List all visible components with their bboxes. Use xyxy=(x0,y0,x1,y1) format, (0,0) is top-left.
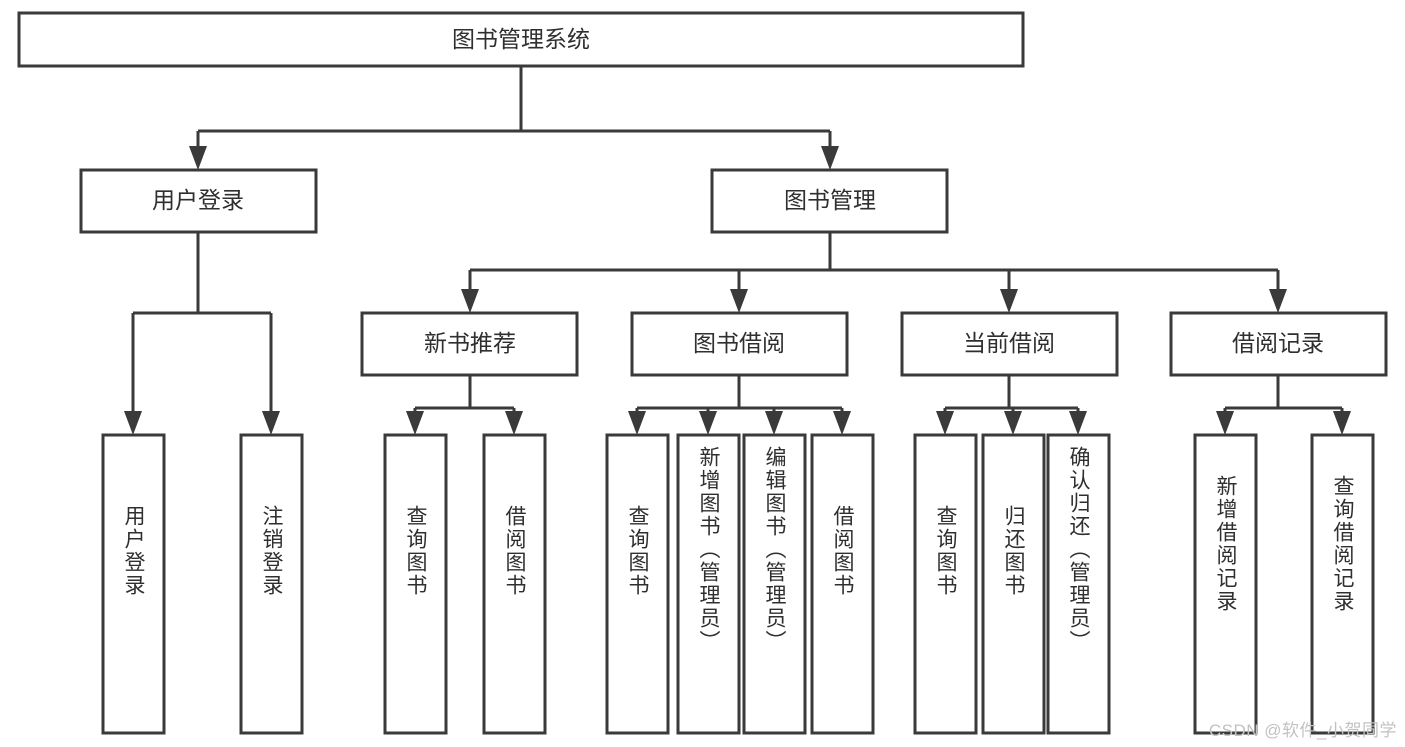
connector-group-borrow-record-to-leaves xyxy=(1216,375,1351,435)
leaf-group-user-login xyxy=(101,433,304,735)
node-label-user-login: 用户登录 xyxy=(152,187,244,213)
arrow-head-current-borrow-leaf-3 xyxy=(1069,411,1087,435)
leaf-box-book-borrow-4[interactable] xyxy=(810,433,875,735)
arrow-head-book-borrow-leaf-3 xyxy=(765,411,783,435)
connector-group-book-borrow-to-leaves xyxy=(628,375,851,435)
arrow-head-new-book-leaf-2 xyxy=(505,411,523,435)
arrow-head-book-borrow-leaf-4 xyxy=(833,411,851,435)
connector-group-current-borrow-to-leaves xyxy=(936,375,1087,435)
node-box-borrow-record[interactable] xyxy=(1169,311,1388,377)
arrow-head-book-manage xyxy=(821,146,839,170)
arrow-head-borrow-record xyxy=(1269,289,1287,313)
node-label-root: 图书管理系统 xyxy=(452,26,590,52)
arrow-head-book-borrow-leaf-2 xyxy=(699,411,717,435)
leaf-box-book-borrow-1[interactable] xyxy=(605,433,670,735)
leaf-box-current-borrow-1[interactable] xyxy=(913,433,978,735)
connector-group-book-manage-to-level3 xyxy=(461,232,1287,313)
node-label-new-book-recommend: 新书推荐 xyxy=(424,330,516,356)
leaf-box-user-login-1[interactable] xyxy=(101,433,166,735)
node-user-login[interactable]: 用户登录 xyxy=(79,168,318,234)
leaf-box-book-borrow-2[interactable] xyxy=(676,433,741,735)
node-current-borrow[interactable]: 当前借阅 xyxy=(900,311,1119,377)
arrow-head-borrow-record-leaf-2 xyxy=(1333,411,1351,435)
leaf-box-user-login-2[interactable] xyxy=(239,433,304,735)
leaf-group-current-borrow xyxy=(913,433,1111,735)
leaf-box-book-borrow-3[interactable] xyxy=(742,433,807,735)
arrow-head-user-login xyxy=(189,146,207,170)
node-box-current-borrow[interactable] xyxy=(900,311,1119,377)
node-box-user-login[interactable] xyxy=(79,168,318,234)
arrow-head-user-login-leaf-2 xyxy=(262,411,280,435)
arrow-head-user-login-leaf-1 xyxy=(124,411,142,435)
leaf-group-borrow-record xyxy=(1193,433,1375,735)
leaf-box-new-book-2[interactable] xyxy=(482,433,547,735)
node-book-borrow[interactable]: 图书借阅 xyxy=(630,311,849,377)
connector-group-root-to-level2 xyxy=(189,66,839,170)
arrow-head-new-book-leaf-1 xyxy=(406,411,424,435)
node-label-current-borrow: 当前借阅 xyxy=(963,330,1055,356)
leaf-box-new-book-1[interactable] xyxy=(383,433,448,735)
leaf-box-borrow-record-2[interactable] xyxy=(1310,433,1375,735)
leaf-box-current-borrow-3[interactable] xyxy=(1046,433,1111,735)
arrow-head-borrow-record-leaf-1 xyxy=(1216,411,1234,435)
node-root-system[interactable]: 图书管理系统 xyxy=(17,11,1025,68)
leaf-group-book-borrow xyxy=(605,433,875,735)
node-box-book-borrow[interactable] xyxy=(630,311,849,377)
arrow-head-book-borrow-leaf-1 xyxy=(628,411,646,435)
node-label-borrow-record: 借阅记录 xyxy=(1232,330,1324,356)
node-box-root[interactable] xyxy=(17,11,1025,68)
leaf-group-new-book-recommend xyxy=(383,433,547,735)
node-label-book-borrow: 图书借阅 xyxy=(693,330,785,356)
node-borrow-record[interactable]: 借阅记录 xyxy=(1169,311,1388,377)
leaf-box-current-borrow-2[interactable] xyxy=(981,433,1046,735)
connector-group-user-login-to-leaves xyxy=(124,232,280,435)
arrow-head-book-borrow xyxy=(730,289,748,313)
arrow-head-current-borrow-leaf-2 xyxy=(1004,411,1022,435)
arrow-head-current-borrow-leaf-1 xyxy=(936,411,954,435)
arrow-head-new-book-recommend xyxy=(461,289,479,313)
node-box-book-manage[interactable] xyxy=(710,168,949,234)
arrow-head-current-borrow xyxy=(1000,289,1018,313)
node-box-new-book-recommend[interactable] xyxy=(360,311,579,377)
node-book-manage[interactable]: 图书管理 xyxy=(710,168,949,234)
node-label-book-manage: 图书管理 xyxy=(784,187,876,213)
csdn-watermark: CSDN @软件_小贺同学 xyxy=(1208,721,1397,740)
node-new-book-recommend[interactable]: 新书推荐 xyxy=(360,311,579,377)
connector-group-new-book-recommend-to-leaves xyxy=(406,375,523,435)
leaf-box-borrow-record-1[interactable] xyxy=(1193,433,1258,735)
